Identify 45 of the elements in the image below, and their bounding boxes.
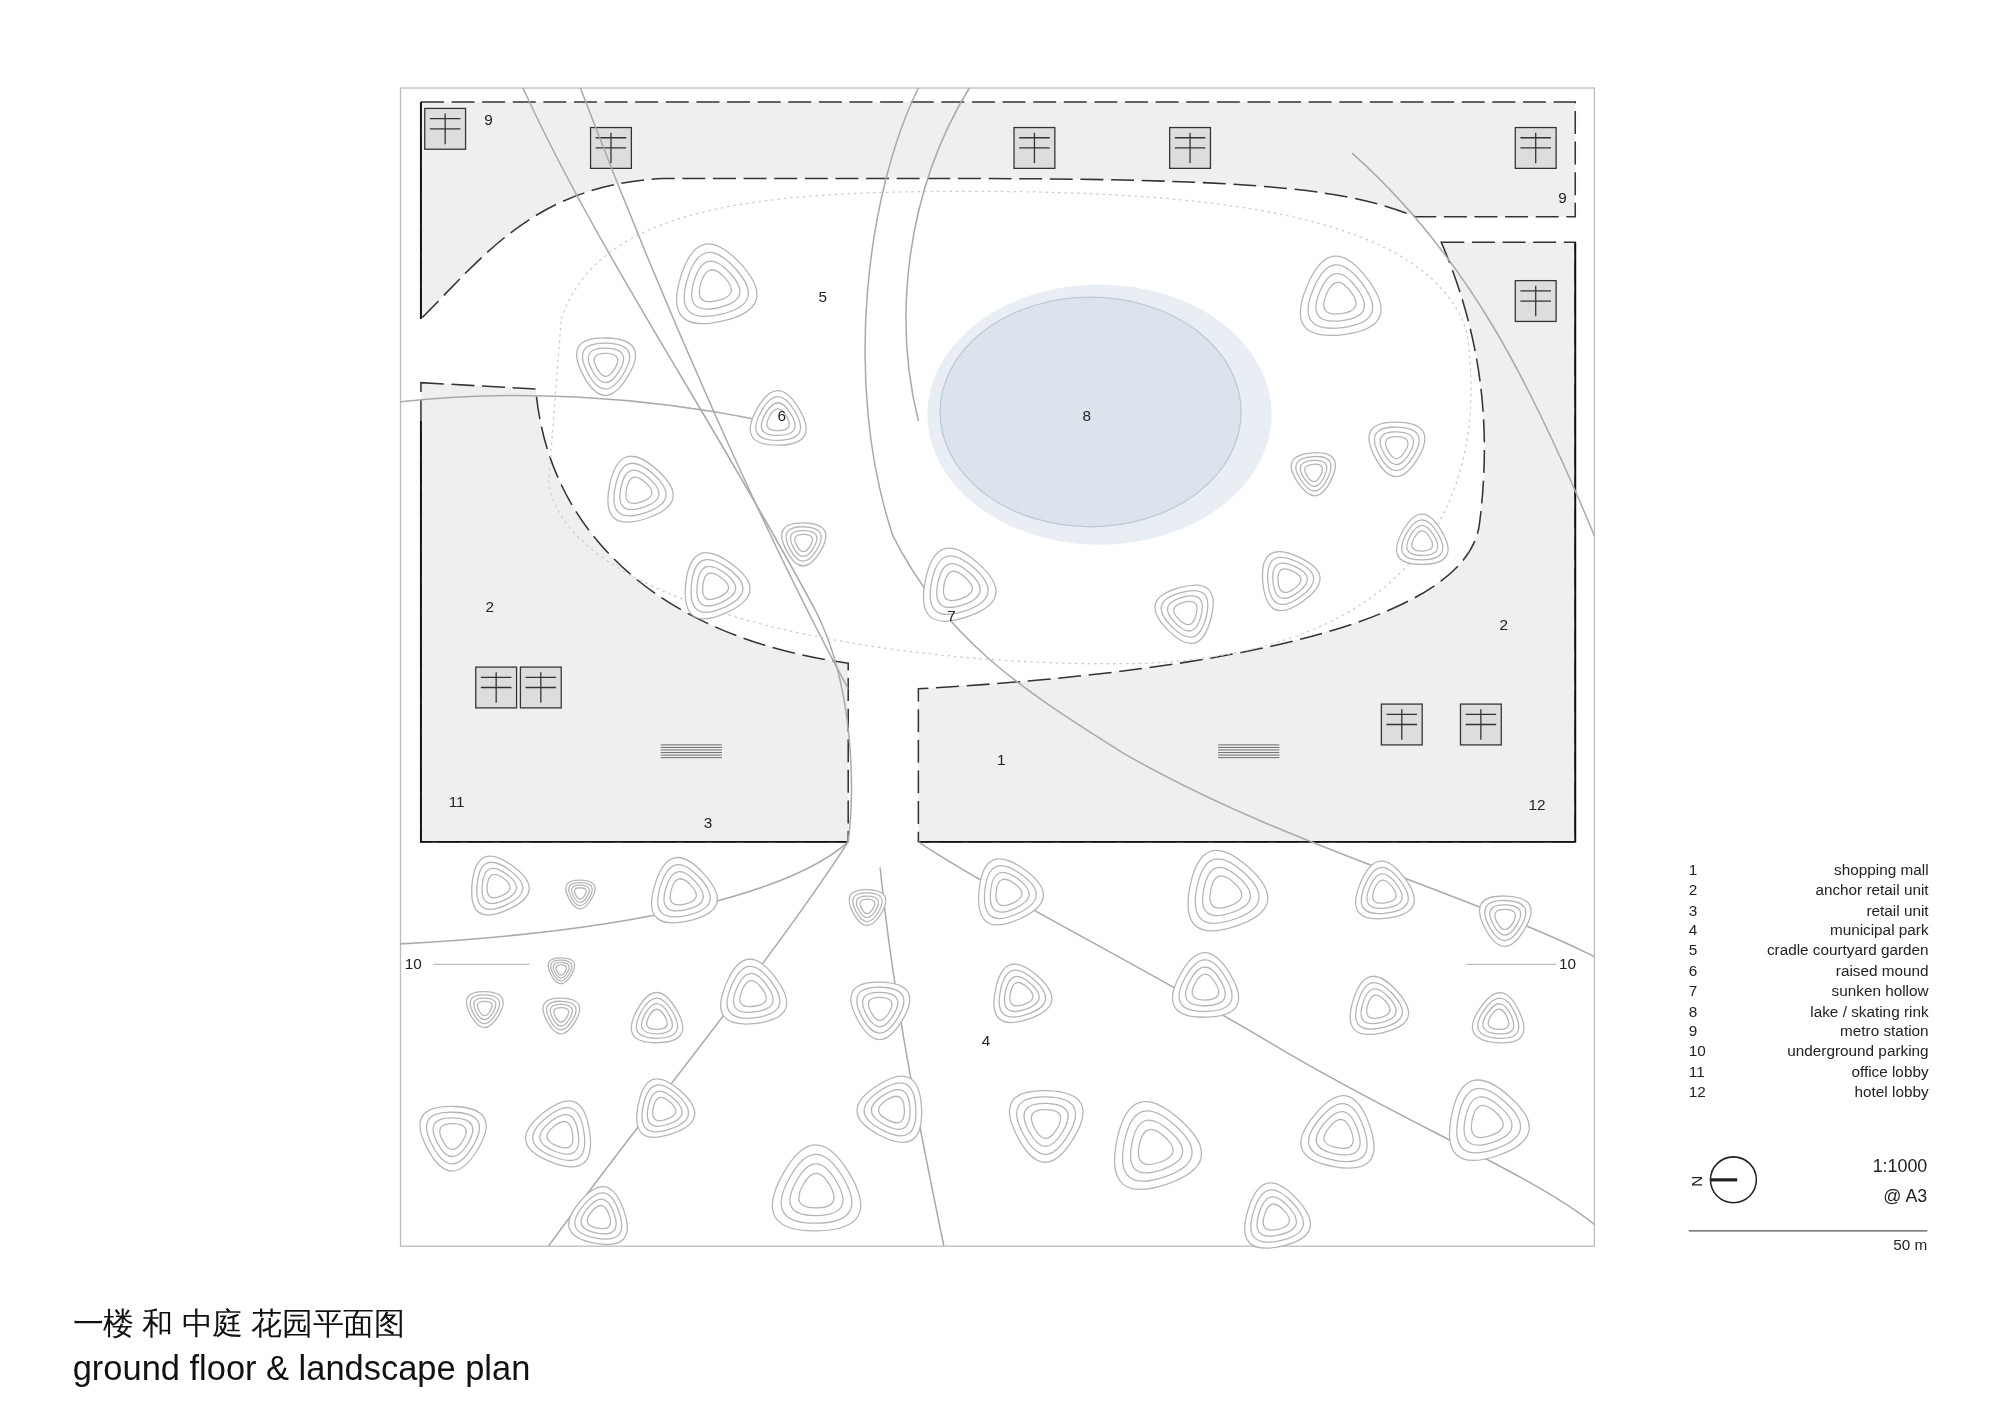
key-text: metro station: [1840, 1022, 1929, 1041]
key-number: 2: [1688, 881, 1698, 899]
plan-caption: ground floor & landscape plan: [72, 1349, 531, 1390]
area-number: 1: [997, 751, 1006, 770]
area-number: 4: [981, 1031, 991, 1050]
scale-length: 50 m: [1893, 1235, 1928, 1254]
key-number: 11: [1688, 1062, 1705, 1081]
key-number: 4: [1688, 921, 1698, 940]
north-label: N: [1687, 1175, 1706, 1187]
key-number: 5: [1688, 941, 1698, 960]
key-number: 8: [1688, 1002, 1698, 1020]
area-number: 2: [1499, 616, 1509, 634]
key-text: cradle courtyard garden: [1766, 941, 1929, 960]
key-text: office lobby: [1851, 1062, 1929, 1081]
key-text: municipal park: [1829, 921, 1929, 940]
area-number: 6: [777, 406, 787, 425]
plan-title: 一楼 和 中庭 花园平面图: [72, 1306, 405, 1342]
area-number: 9: [1558, 188, 1567, 207]
key-number: 9: [1688, 1022, 1698, 1041]
key-number: 10: [1688, 1042, 1706, 1061]
area-number: 11: [448, 793, 465, 812]
key-number: 1: [1688, 860, 1698, 879]
key-number: 6: [1688, 961, 1698, 980]
area-number: 10: [1559, 955, 1577, 974]
key-number: 12: [1688, 1082, 1706, 1101]
area-number: 2: [485, 598, 495, 617]
key-text: raised mound: [1835, 961, 1929, 980]
paper-size: @ A3: [1883, 1185, 1928, 1208]
key-text: shopping mall: [1834, 860, 1929, 879]
key-text: lake / skating rink: [1810, 1002, 1929, 1020]
key-text: sunken hollow: [1831, 981, 1929, 1000]
area-number: 12: [1528, 795, 1546, 814]
key-text: underground parking: [1787, 1042, 1929, 1061]
area-number: 3: [703, 813, 713, 832]
area-number: 5: [818, 288, 827, 307]
area-number: 8: [1082, 406, 1091, 425]
key-number: 3: [1688, 901, 1698, 920]
key-number: 7: [1688, 981, 1698, 1000]
area-number: 10: [404, 955, 422, 974]
key-text: hotel lobby: [1854, 1082, 1929, 1101]
key-text: retail unit: [1866, 901, 1929, 920]
area-number: 9: [484, 110, 493, 129]
area-number: 7: [947, 607, 956, 625]
scale-ratio: 1:1000: [1872, 1154, 1928, 1177]
key-text: anchor retail unit: [1815, 881, 1929, 899]
